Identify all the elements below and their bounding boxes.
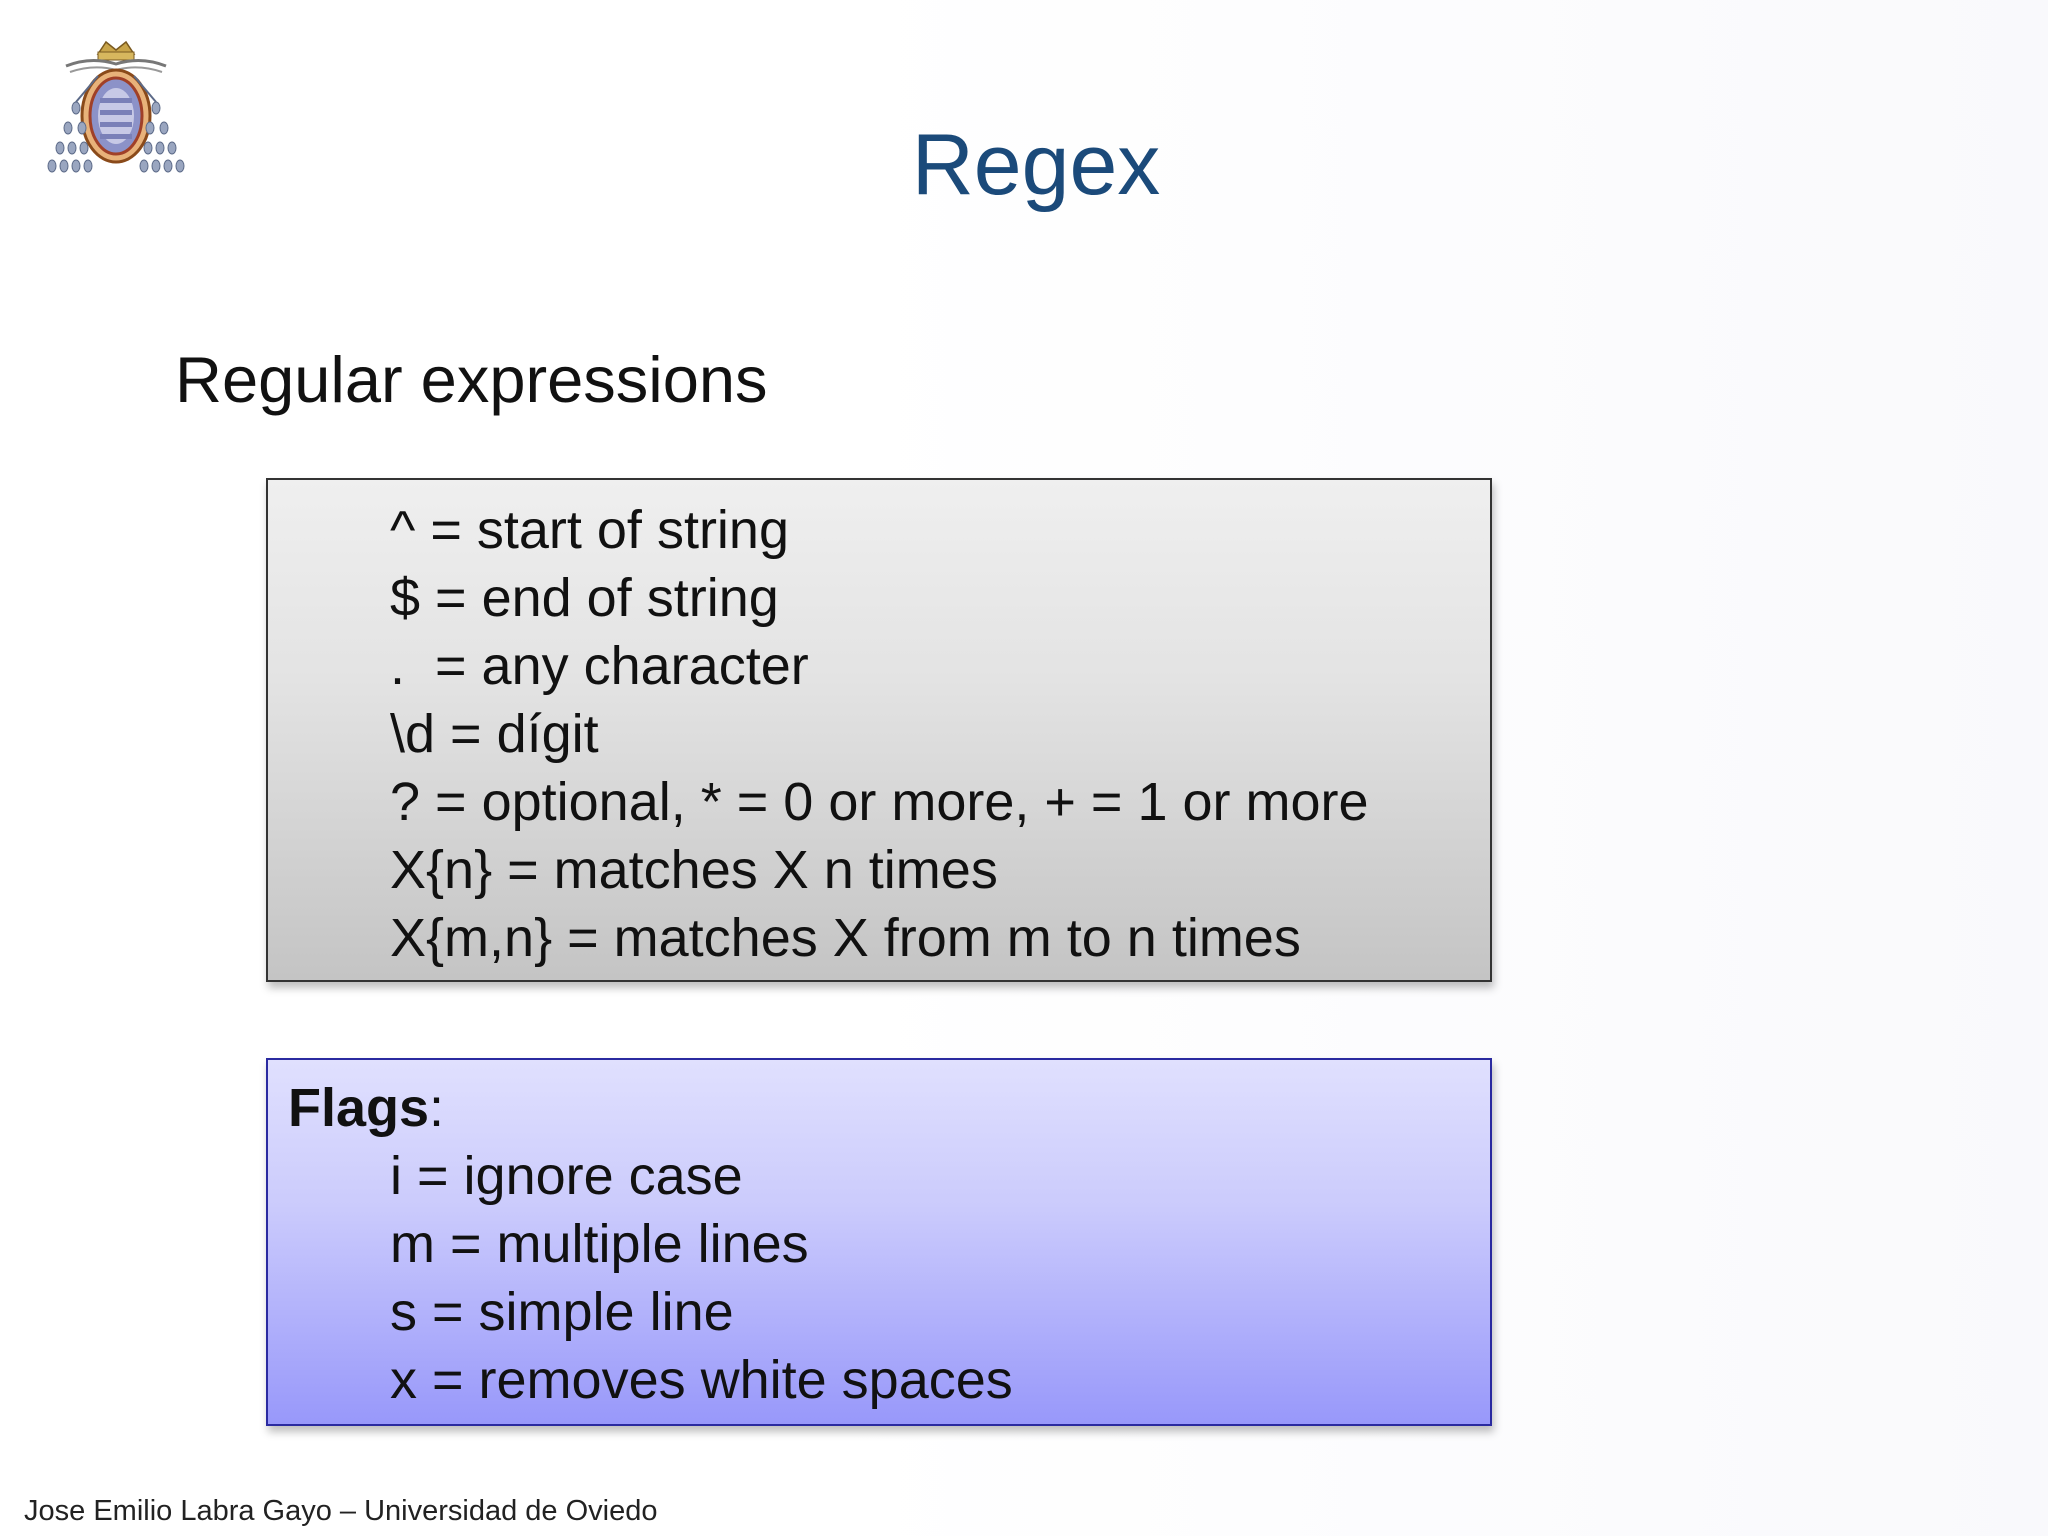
flag-simple-line: s = simple line: [390, 1282, 734, 1342]
section-heading: Regular expressions: [175, 343, 768, 416]
regex-rule-start: ^ = start of string: [390, 500, 789, 560]
flag-ignore-case: i = ignore case: [390, 1146, 743, 1206]
regex-rule-end: $ = end of string: [390, 568, 779, 628]
regex-rule-digit: \d = dígit: [390, 704, 599, 764]
flag-removes-white-spaces: x = removes white spaces: [390, 1350, 1013, 1410]
university-coat-of-arms-icon: [36, 36, 196, 186]
flags-box: Flags: i = ignore case m = multiple line…: [266, 1058, 1492, 1426]
flag-multiple-lines: m = multiple lines: [390, 1214, 809, 1274]
slide-title: Regex: [911, 117, 1161, 213]
regex-rule-any-character: . = any character: [390, 636, 809, 696]
footer-author: Jose Emilio Labra Gayo – Universidad de …: [24, 1495, 658, 1527]
flags-heading: Flags:: [268, 1074, 1490, 1142]
flags-label-colon: :: [429, 1078, 445, 1138]
regex-rule-quantifiers: ? = optional, * = 0 or more, + = 1 or mo…: [390, 772, 1369, 832]
regex-rules-box: ^ = start of string $ = end of string . …: [266, 478, 1492, 982]
regex-rule-range-repeat: X{m,n} = matches X from m to n times: [390, 908, 1301, 968]
flags-label: Flags: [288, 1078, 430, 1138]
regex-rule-exact-repeat: X{n} = matches X n times: [390, 840, 998, 900]
